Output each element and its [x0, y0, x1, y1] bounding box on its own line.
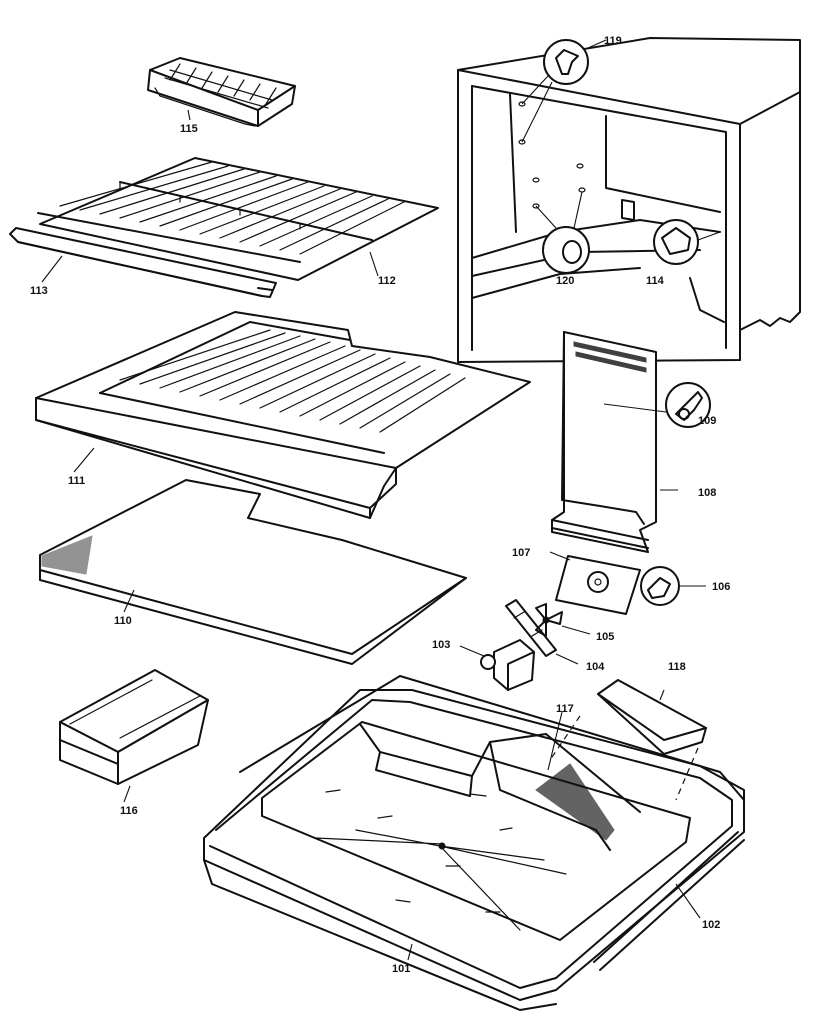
label-101: 101	[392, 963, 410, 975]
air-duct-108	[551, 331, 678, 553]
ice-tray-115	[147, 57, 296, 127]
shelf-trim-113	[9, 227, 277, 298]
fan-motor-103	[459, 639, 535, 691]
label-106: 106	[712, 581, 730, 593]
label-113: 113	[30, 285, 48, 297]
bottom-pan-101	[203, 675, 745, 1011]
refrigerator-cabinet	[457, 37, 801, 363]
label-118: 118	[668, 661, 686, 673]
fan-bracket-107	[549, 551, 641, 615]
label-102: 102	[702, 919, 720, 931]
divider-118	[597, 679, 707, 755]
label-103: 103	[432, 639, 450, 651]
motor-bracket-104	[505, 599, 579, 665]
glass-panel-110	[39, 479, 467, 665]
label-112: 112	[378, 275, 396, 287]
label-114: 114	[646, 275, 665, 287]
label-119: 119	[604, 35, 622, 47]
label-105: 105	[596, 631, 614, 643]
label-117: 117	[556, 703, 574, 715]
damper-knob-109	[665, 382, 711, 428]
label-107: 107	[512, 547, 530, 559]
wire-shelf-112	[37, 157, 439, 281]
part-labels: 101 102 103 104 105 106 107 108 109 110 …	[30, 35, 730, 975]
fan-blade-105	[535, 603, 591, 637]
plug-120	[535, 191, 590, 274]
label-108: 108	[698, 487, 716, 499]
label-111: 111	[68, 475, 85, 487]
plug-119	[521, 39, 607, 143]
crisper-cover-111	[35, 311, 531, 519]
label-120: 120	[556, 275, 574, 287]
label-110: 110	[114, 615, 132, 627]
label-109: 109	[698, 415, 716, 427]
leader-lines	[41, 109, 379, 803]
alignment-lines	[549, 715, 699, 801]
thermostat-114	[653, 219, 721, 265]
label-104: 104	[586, 661, 605, 673]
label-115: 115	[180, 123, 198, 135]
trim-strip-102	[593, 831, 745, 971]
grommet-106	[640, 566, 706, 606]
label-116: 116	[120, 805, 138, 817]
dairy-bin-116	[59, 669, 209, 785]
